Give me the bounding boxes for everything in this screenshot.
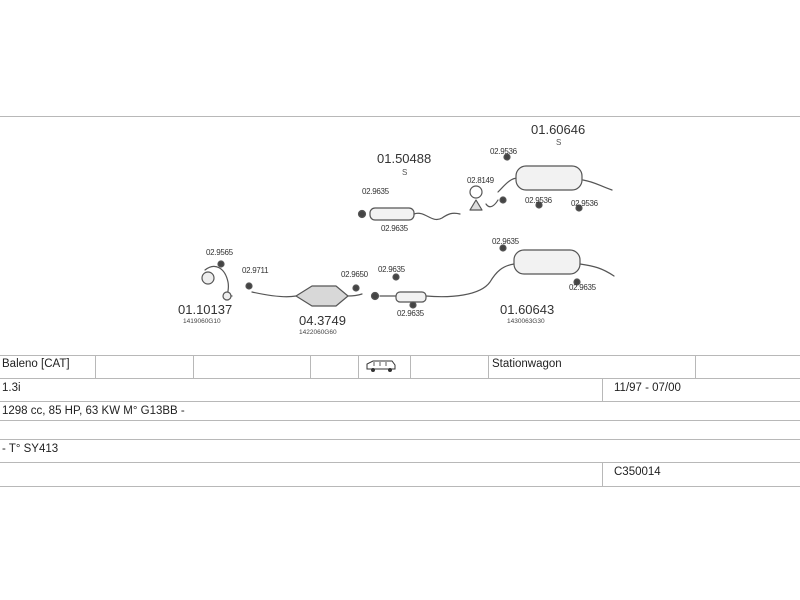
part-code[interactable]: 01.60646 xyxy=(531,122,586,137)
center-pipe-bottom-tail xyxy=(425,263,515,298)
fitting-code[interactable]: 02.9650 xyxy=(341,270,368,279)
rear-muffler-top xyxy=(515,165,583,191)
catalyst xyxy=(295,285,349,307)
vehicle-type: - T° SY413 xyxy=(2,443,59,455)
center-pipe-top-tail xyxy=(413,212,461,220)
vehicle-engine: 1.3i xyxy=(2,382,21,394)
rear-inlet-pipe-top xyxy=(497,177,519,193)
vehicle-spec: 1298 cc, 85 HP, 63 KW M° G13BB - xyxy=(2,405,185,417)
center-pipe-top xyxy=(369,207,415,221)
part-code[interactable]: 04.3749 xyxy=(299,313,346,328)
part-suffix: S xyxy=(556,138,562,147)
fitting-code[interactable]: 02.9536 xyxy=(490,147,517,156)
part-oem: 1419060G10 xyxy=(183,318,221,325)
table-border-top xyxy=(0,355,800,356)
part-code[interactable]: 01.60643 xyxy=(500,302,555,317)
top-divider xyxy=(0,116,800,117)
fitting-code[interactable]: 02.9536 xyxy=(571,199,598,208)
fitting-code[interactable]: 02.9536 xyxy=(525,196,552,205)
vehicle-model: Baleno [CAT] xyxy=(2,358,70,370)
tailpipe-bottom xyxy=(579,263,615,277)
fitting-code[interactable]: 02.9635 xyxy=(492,237,519,246)
fitting-code[interactable]: 02.8149 xyxy=(467,176,494,185)
vehicle-period: 11/97 - 07/00 xyxy=(614,382,681,394)
tailpipe-top xyxy=(582,179,613,191)
exhaust-drawing xyxy=(201,153,615,309)
fitting-code[interactable]: 02.9635 xyxy=(378,265,405,274)
rear-muffler-bottom xyxy=(513,249,581,275)
part-code[interactable]: 01.50488 xyxy=(377,151,432,166)
fitting-code[interactable]: 02.9711 xyxy=(242,266,269,275)
part-oem: 1430063G30 xyxy=(507,318,545,325)
part-suffix: S xyxy=(402,168,408,177)
cat-inlet xyxy=(251,291,297,298)
reference-number[interactable]: C350014 xyxy=(614,466,661,478)
front-flange xyxy=(201,271,215,285)
vehicle-body: Stationwagon xyxy=(492,358,562,370)
fitting-code[interactable]: 02.9635 xyxy=(381,224,408,233)
part-code[interactable]: 01.10137 xyxy=(178,302,233,317)
fitting-code[interactable]: 02.9565 xyxy=(206,248,233,257)
fitting-code[interactable]: 02.9635 xyxy=(362,187,389,196)
center-pipe-bottom xyxy=(395,291,427,303)
clamp-top-left xyxy=(357,209,367,219)
station-wagon-icon xyxy=(366,360,396,372)
bracket-ring xyxy=(469,185,483,199)
part-oem: 1422060G60 xyxy=(299,329,337,336)
table-border-bottom xyxy=(0,486,800,487)
fitting-code[interactable]: 02.9635 xyxy=(569,283,596,292)
bracket-top xyxy=(469,199,483,211)
fitting-code[interactable]: 02.9635 xyxy=(397,309,424,318)
